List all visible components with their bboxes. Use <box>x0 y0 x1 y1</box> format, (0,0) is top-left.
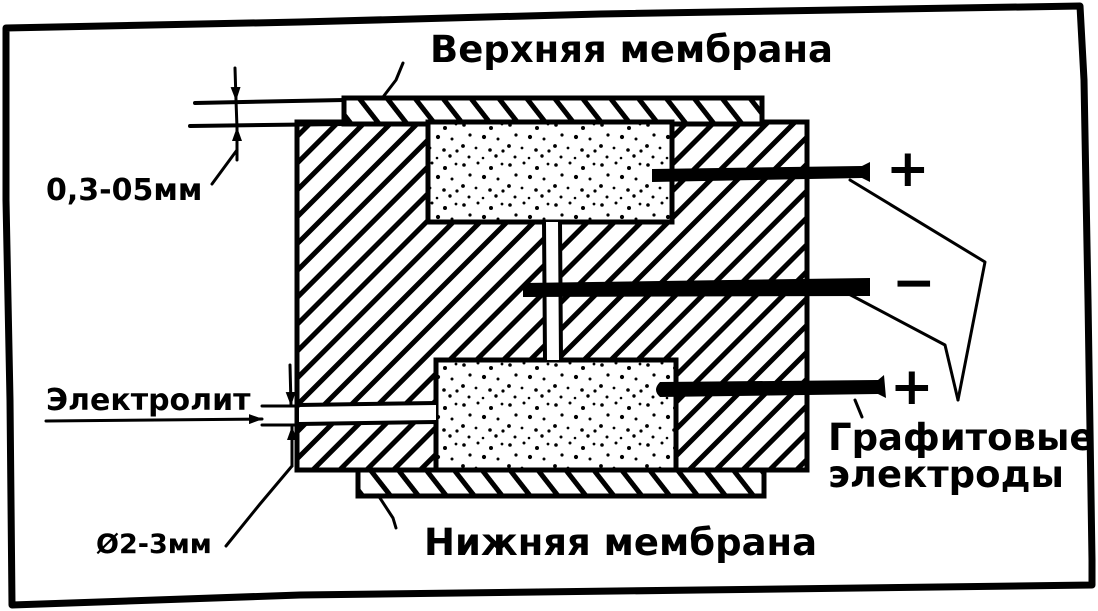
lower-chamber <box>433 357 679 473</box>
label-graphite-electrodes-line1: Графитовые <box>828 416 1095 459</box>
electrode-top <box>652 162 870 182</box>
leader-bottom-electrode <box>853 398 864 419</box>
leader-upper-membrane <box>381 61 405 99</box>
polarity-sign-bottom: + <box>890 357 934 417</box>
leader-middle-electrode <box>843 290 960 402</box>
electrode-bottom <box>656 375 886 398</box>
electrode-middle <box>523 278 870 297</box>
upper-membrane <box>341 95 765 127</box>
membrane-thickness-dimension <box>188 66 346 186</box>
label-graphite-electrodes-line2: электроды <box>828 453 1064 496</box>
label-electrolyte: Электролит <box>46 383 251 418</box>
leader-top-electrode <box>848 178 987 402</box>
label-lower-membrane: Нижняя мембрана <box>424 521 817 564</box>
polarity-sign-middle: − <box>892 253 936 313</box>
label-upper-membrane: Верхняя мембрана <box>430 28 833 71</box>
electrolyte-inlet-channel <box>299 405 436 423</box>
lower-membrane <box>355 467 767 499</box>
channel-diameter-dimension <box>224 363 301 548</box>
leader-lower-membrane <box>376 493 398 530</box>
upper-chamber <box>425 119 675 225</box>
label-membrane-thickness: 0,3-05мм <box>46 173 202 208</box>
label-channel-diameter: Ø2-3мм <box>96 529 212 560</box>
polarity-sign-top: + <box>886 139 930 199</box>
electrolyte-arrow <box>44 414 264 425</box>
